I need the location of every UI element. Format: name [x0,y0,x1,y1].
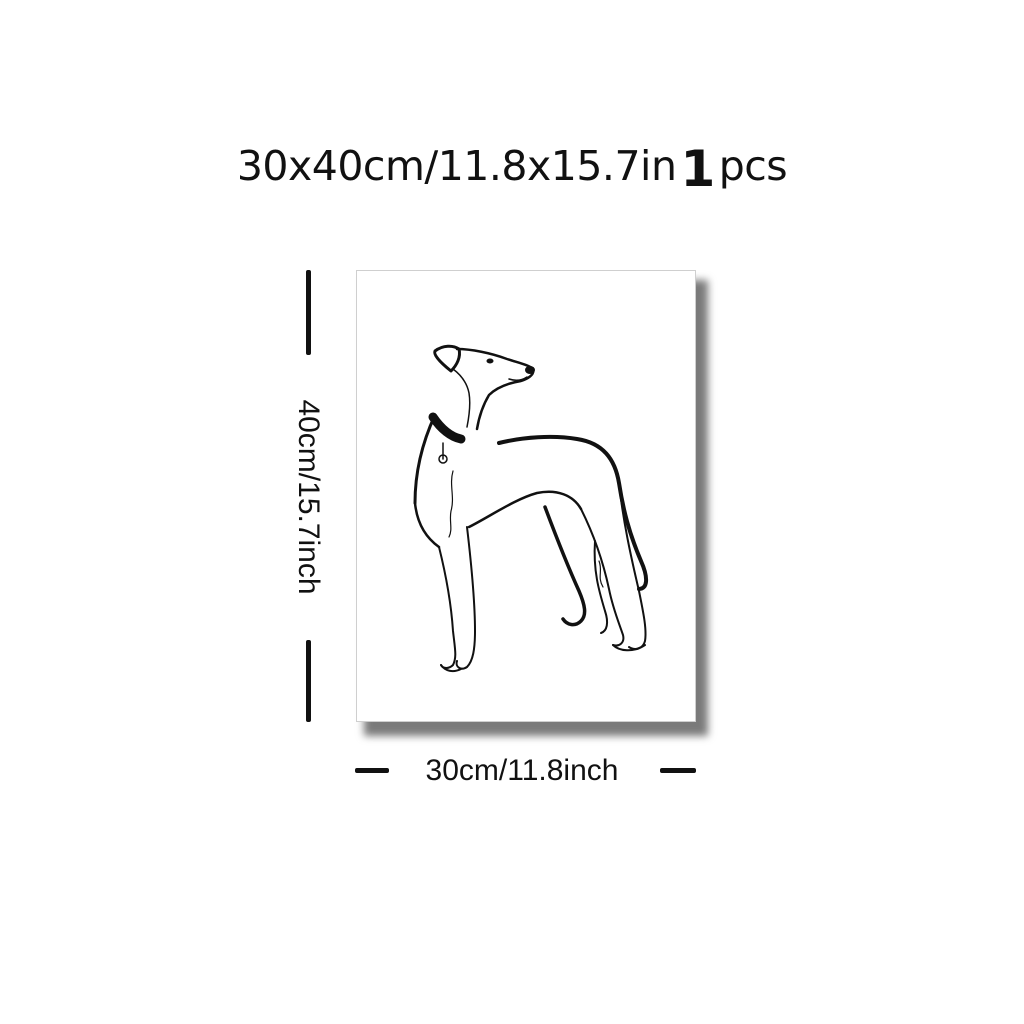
dog-head [455,347,535,431]
size-text: 30x40cm/11.8x15.7in [236,142,677,190]
dog-chest [413,501,441,549]
dog-ear [433,344,461,373]
width-dimension-label: 30cm/11.8inch [425,754,619,787]
height-dimension-line-top [306,270,311,355]
dog-chest-fur [448,470,454,538]
dog-collar [428,412,466,444]
dog-hind-thigh [543,505,587,627]
canvas-print [356,270,696,722]
height-dimension-label: 40cm/15.7inch [292,399,325,595]
height-dimension-line-bottom [306,640,311,722]
dog-front-paw [440,664,462,673]
dog-nose [525,366,535,374]
dog-front-leg-left [438,546,457,669]
dog-hind-paw [612,644,646,652]
quantity-number: 1 [680,140,715,198]
dog-belly [467,490,583,529]
dog-tail [593,540,609,634]
dog-mouth [508,376,528,382]
dog-face-line [452,368,471,428]
dog-hind-leg-front [580,508,625,647]
dog-tail-fur [598,560,604,588]
dog-eye [486,358,494,364]
dog-neck-front [413,413,437,505]
dog-front-leg-right [455,526,476,670]
greyhound-drawing [413,344,648,673]
width-dimension-line-left [355,768,389,773]
width-dimension-line-right [660,768,696,773]
product-size-title: 30x40cm/11.8x15.7in1pcs [0,138,1024,197]
collar-tag [438,442,448,464]
quantity-unit: pcs [718,142,788,190]
